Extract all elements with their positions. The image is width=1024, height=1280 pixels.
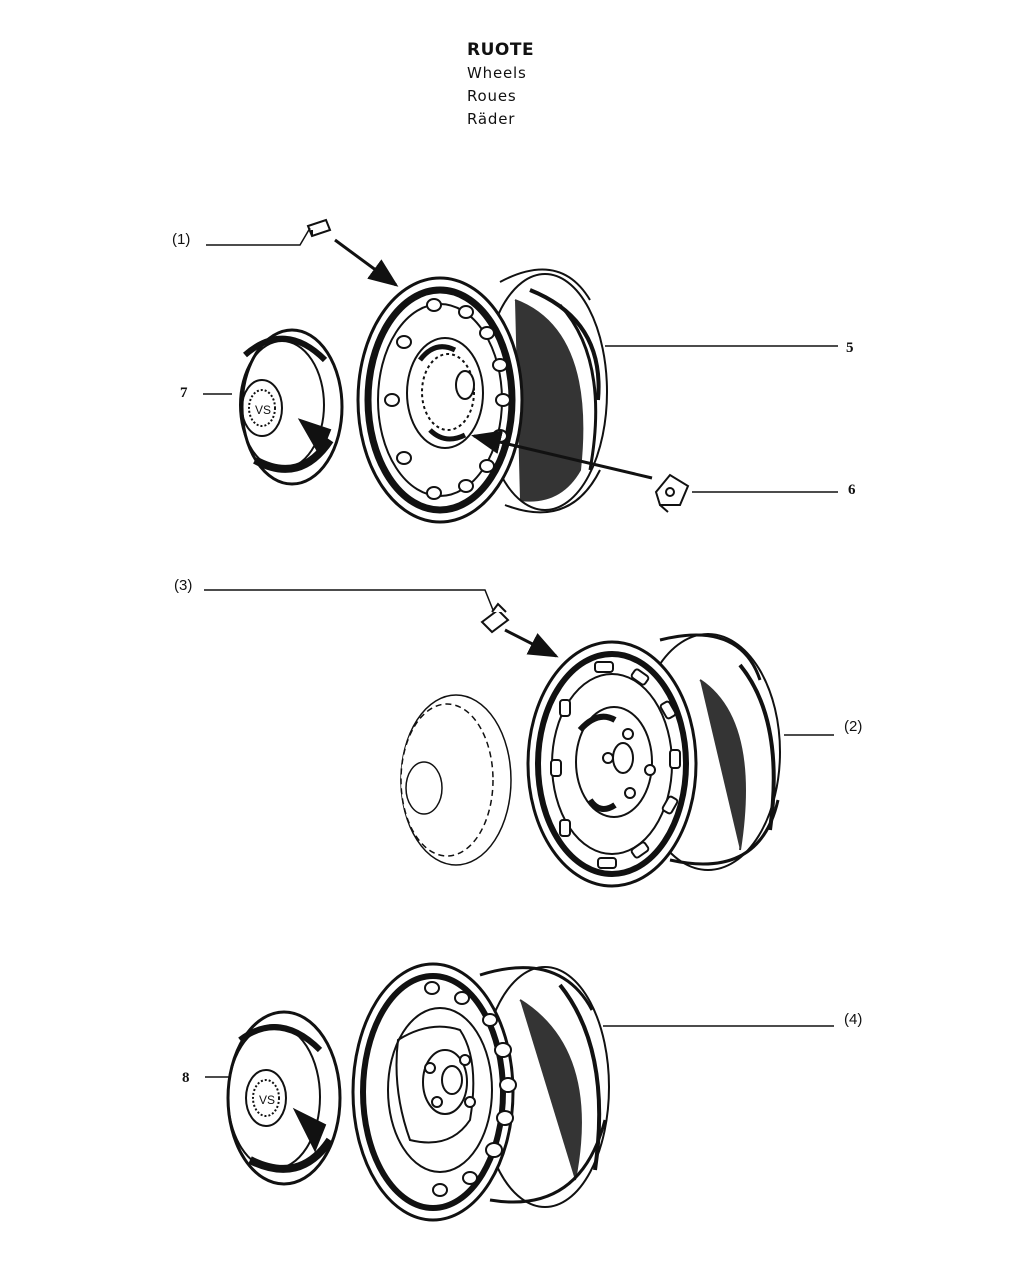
title-italian: RUOTE xyxy=(467,40,535,60)
title-german: Räder xyxy=(467,110,516,128)
title-french: Roues xyxy=(467,87,517,105)
wheel-4 xyxy=(351,962,610,1222)
callout-1: (1) xyxy=(172,231,190,248)
callout-5: 5 xyxy=(846,340,854,356)
leader-line-1 xyxy=(206,227,311,246)
title-block: RUOTE Wheels Roues Räder xyxy=(467,38,534,131)
wheel-2 xyxy=(526,633,781,888)
title-english: Wheels xyxy=(467,64,527,82)
callout-3: (3) xyxy=(174,577,192,594)
hubcap-8: VS xyxy=(226,1010,342,1186)
clip-6 xyxy=(654,473,690,513)
hubcap-plain xyxy=(400,694,512,866)
callout-2: (2) xyxy=(844,718,862,735)
callout-6: 6 xyxy=(848,482,856,498)
arrow-6 xyxy=(471,430,653,480)
clip-3 xyxy=(480,602,510,634)
hubcap-7: VS xyxy=(239,328,344,486)
callout-7: 7 xyxy=(180,385,188,401)
callout-4: (4) xyxy=(844,1011,862,1028)
svg-text:VS: VS xyxy=(259,1093,275,1107)
callout-8: 8 xyxy=(182,1070,190,1086)
wheel-5 xyxy=(356,268,608,524)
arrow-3 xyxy=(504,628,559,658)
svg-text:VS: VS xyxy=(255,403,271,417)
leader-line-3 xyxy=(204,589,494,611)
clip-1 xyxy=(306,218,332,238)
arrow-1 xyxy=(334,238,399,287)
